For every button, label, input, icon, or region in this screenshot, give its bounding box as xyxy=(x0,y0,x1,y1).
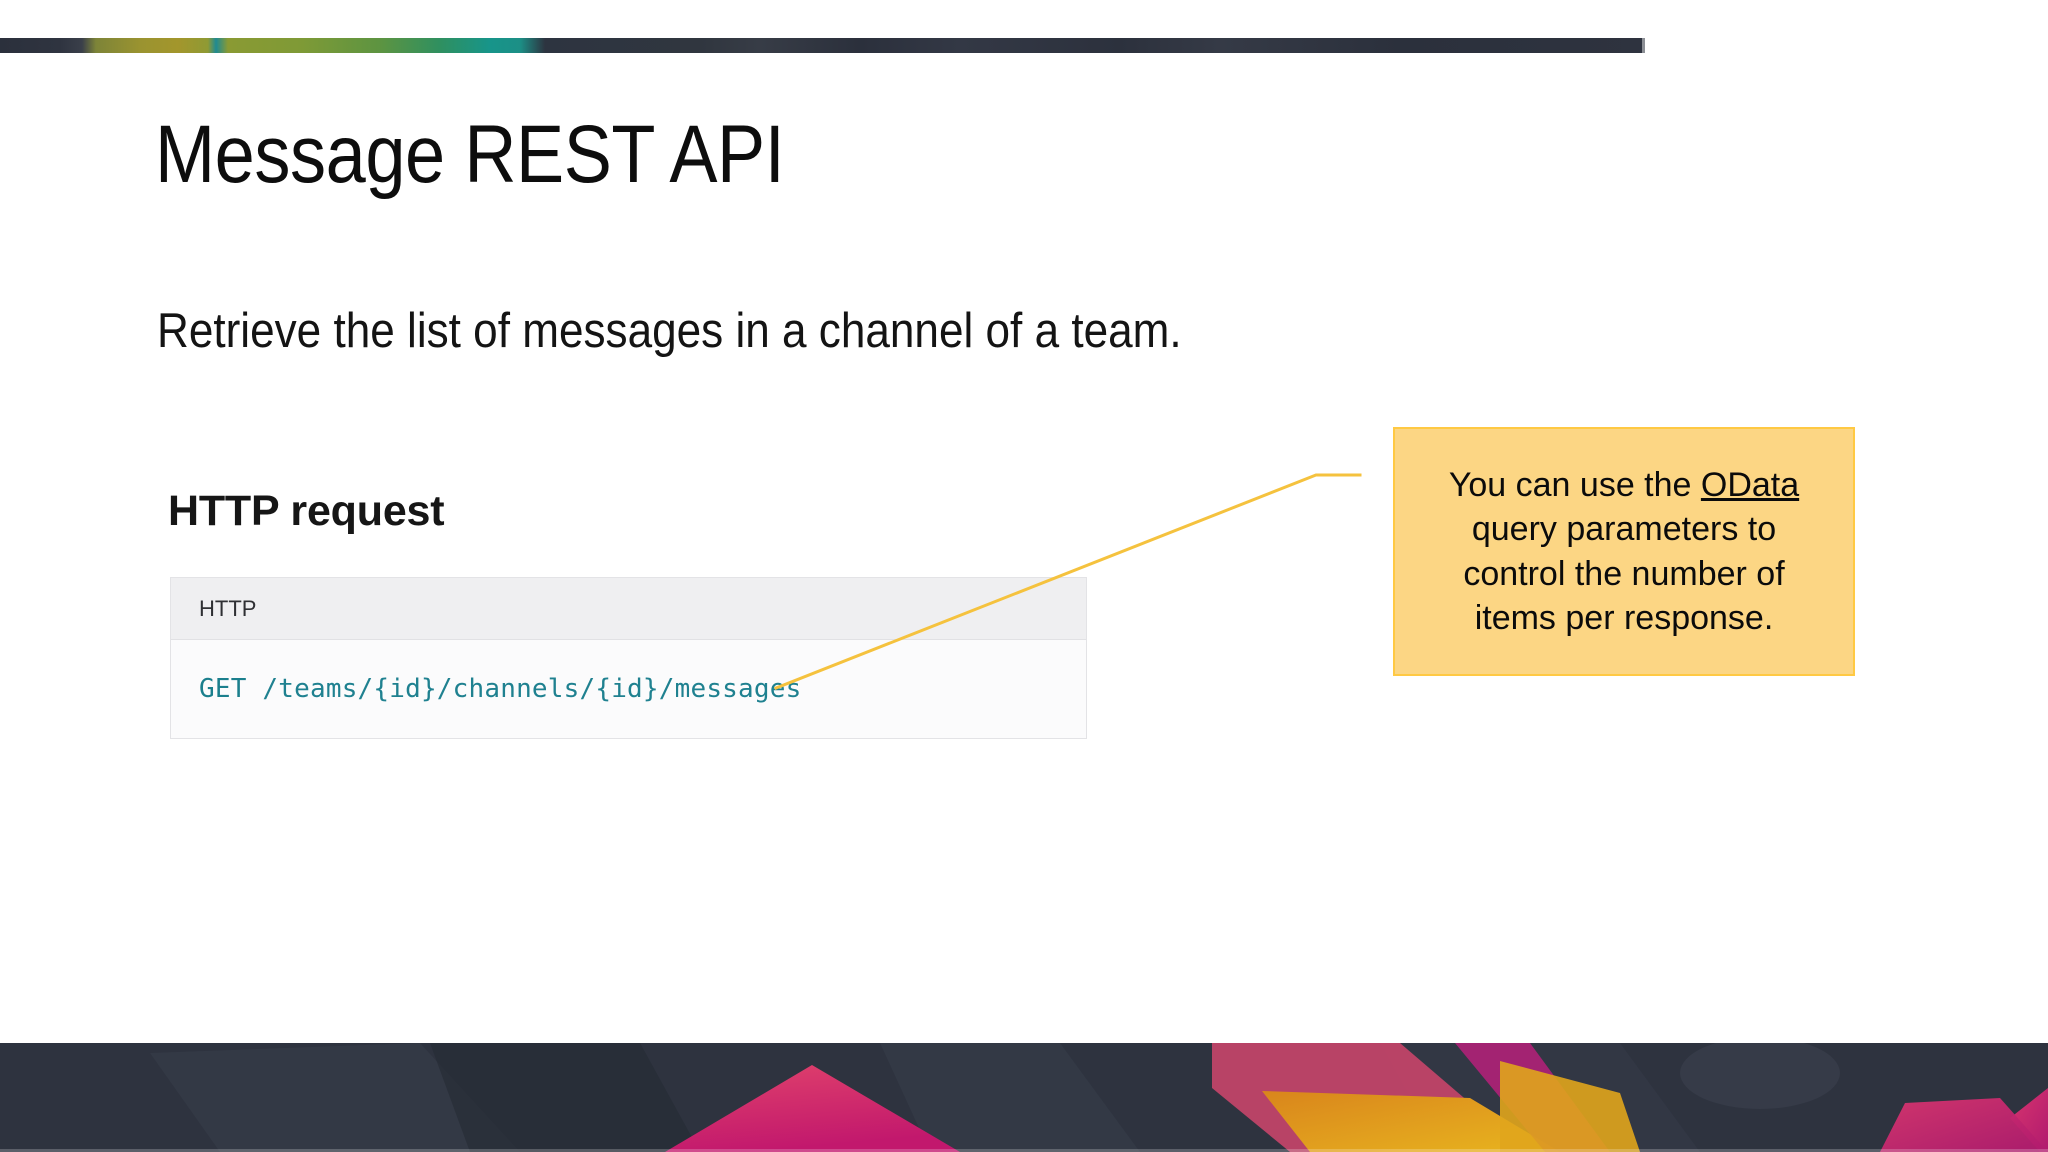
http-path: /teams/{id}/channels/{id}/messages xyxy=(262,674,802,704)
odata-link[interactable]: OData xyxy=(1700,466,1800,505)
http-method: GET xyxy=(199,674,247,704)
code-block-body: GET /teams/{id}/channels/{id}/messages xyxy=(171,640,1086,738)
code-line: GET /teams/{id}/channels/{id}/messages xyxy=(199,674,801,704)
callout-box: You can use the OData query parameters t… xyxy=(1393,427,1855,676)
slide-subtitle: Retrieve the list of messages in a chann… xyxy=(157,304,1182,358)
callout-text-before-link: You can use the xyxy=(1448,466,1701,505)
code-language-label: HTTP xyxy=(199,595,257,621)
bottom-banner-bottom-edge xyxy=(0,1149,2048,1152)
page-title: Message REST API xyxy=(155,109,785,200)
code-block: HTTP GET /teams/{id}/channels/{id}/messa… xyxy=(170,577,1087,739)
bottom-banner-artwork xyxy=(0,1043,2048,1152)
http-request-heading: HTTP request xyxy=(168,487,445,535)
bottom-decorative-banner xyxy=(0,1043,2048,1152)
top-banner-right-edge xyxy=(1642,38,1645,53)
callout-text-after-link: query parameters to control the number o… xyxy=(1463,510,1785,637)
code-block-header: HTTP xyxy=(171,578,1086,640)
top-decorative-banner xyxy=(0,38,1645,53)
callout-text: You can use the OData query parameters t… xyxy=(1421,463,1827,640)
